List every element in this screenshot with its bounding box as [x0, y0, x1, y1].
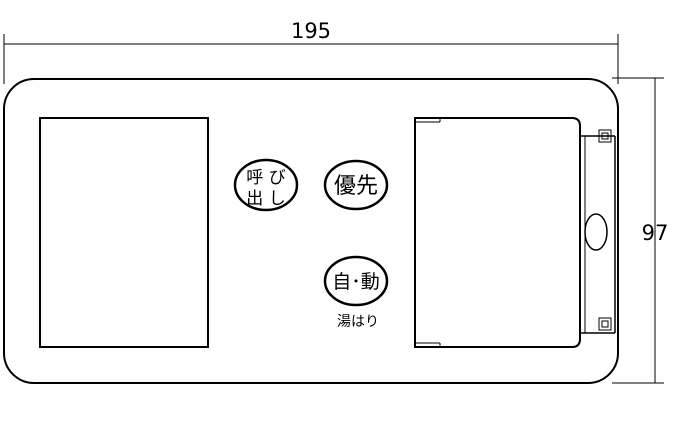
width-label: 195 — [291, 19, 331, 43]
right-cover-panel — [414, 117, 616, 348]
auto-button-label: 自･動 — [332, 271, 380, 293]
height-label: 97 — [642, 221, 669, 245]
auto-fill-button[interactable] — [323, 255, 389, 307]
height-dimension — [612, 77, 664, 384]
housing-outline — [3, 78, 619, 384]
mount-hole — [584, 213, 608, 251]
call-button-label-line1: 呼 び — [246, 168, 285, 188]
call-button-label-line2: 出 し — [246, 189, 285, 209]
width-dimension — [3, 34, 619, 84]
priority-button-label: 優先 — [334, 174, 378, 199]
call-button[interactable] — [233, 158, 299, 212]
priority-button[interactable] — [323, 159, 389, 211]
latch-top — [598, 129, 612, 143]
latch-bottom — [598, 317, 612, 331]
auto-button-caption: 湯はり — [337, 313, 379, 330]
left-display-panel — [39, 117, 209, 348]
